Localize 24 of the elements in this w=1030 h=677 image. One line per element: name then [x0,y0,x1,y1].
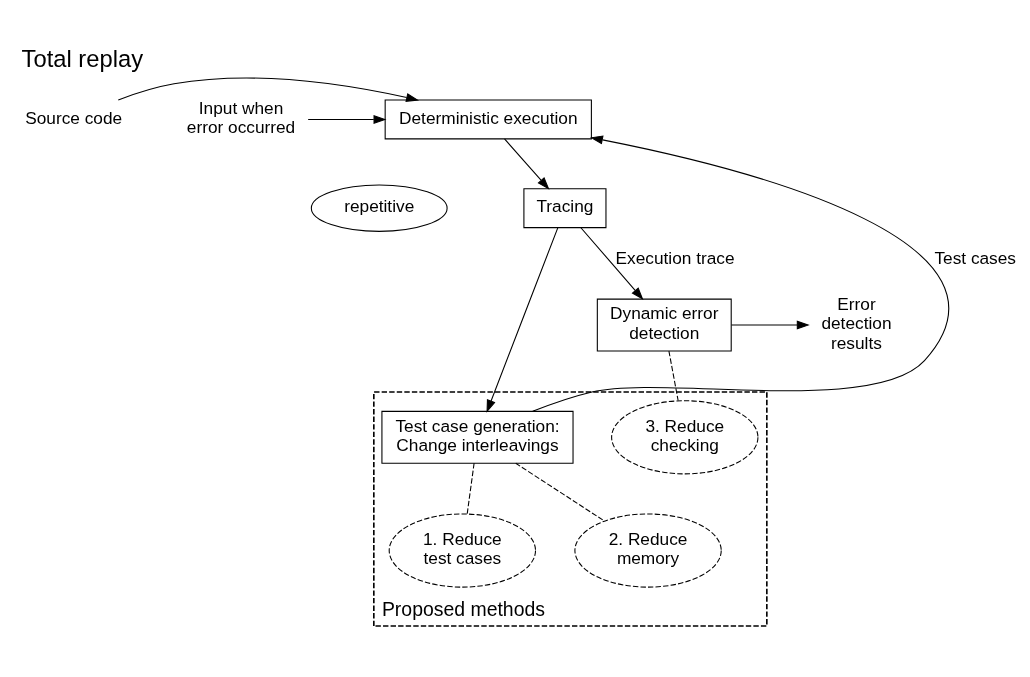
node-text: Error detection results [821,293,892,353]
edge-label: Execution trace [615,247,735,268]
diagram-title: Total replay [21,44,144,72]
node-ellipse: 1. Reduce test cases [388,512,537,588]
node-box: Deterministic execution [384,98,592,139]
edge-label: Test cases [934,247,1017,268]
connector [668,350,679,401]
node-ellipse: 3. Reduce checking [611,399,759,474]
node-ellipse: repetitive [310,184,448,232]
arrow [486,226,559,413]
node-box: Dynamic error detection [596,298,732,352]
node-text: Source code [25,107,123,128]
arrow [504,137,550,190]
node-ellipse: 2. Reduce memory [574,512,722,588]
arrow [307,114,387,124]
connector [466,462,475,514]
node-box: Tracing [523,187,607,228]
arrow [580,226,644,300]
node-text: Input when error occurred [186,97,296,137]
node-box: Test case generation: Change interleavings [381,410,574,464]
arrow [117,77,420,102]
arrow [730,320,810,330]
connector [515,462,605,521]
arrow [532,134,950,412]
